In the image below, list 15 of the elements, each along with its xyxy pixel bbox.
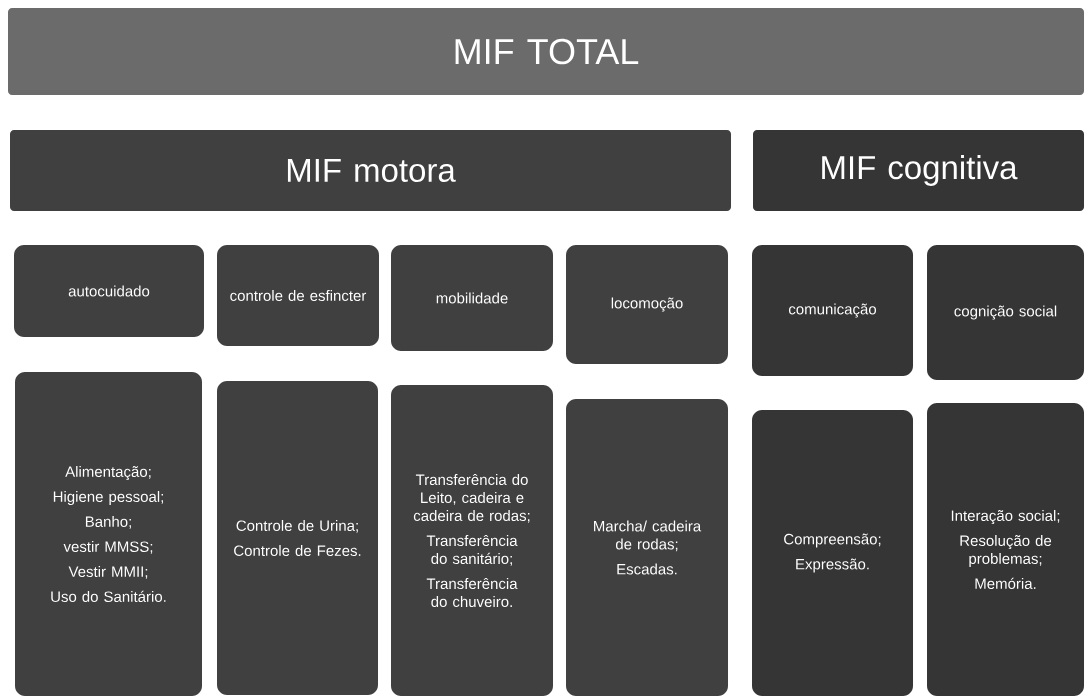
subcategory-box: cognição social (927, 245, 1084, 380)
item-list-box: Interação social; Resolução de problemas; Memória. (927, 403, 1084, 696)
category-bar: MIF motora (10, 130, 731, 211)
header-bar: MIF TOTAL (8, 8, 1084, 95)
subcategory-box: locomoção (566, 245, 728, 364)
item-list-box: Compreensão; Expressão. (752, 410, 913, 696)
subcategory-box: controle de esfincter (217, 245, 379, 346)
item-list-box: Alimentação; Higiene pessoal; Banho; vestir MMSS; Vestir MMII; Uso do Sanitário. (15, 372, 202, 696)
item-list-box: Marcha/ cadeira de rodas; Escadas. (566, 399, 728, 696)
item-list-box: Controle de Urina; Controle de Fezes. (217, 381, 378, 695)
category-bar: MIF cognitiva (753, 130, 1084, 211)
subcategory-box: mobilidade (391, 245, 553, 351)
item-list-box: Transferência do Leito, cadeira e cadeira de rodas; Transferência do sanitário; Transferência do chuveiro. (391, 385, 553, 696)
subcategory-box: autocuidado (14, 245, 204, 337)
subcategory-box: comunicação (752, 245, 913, 376)
